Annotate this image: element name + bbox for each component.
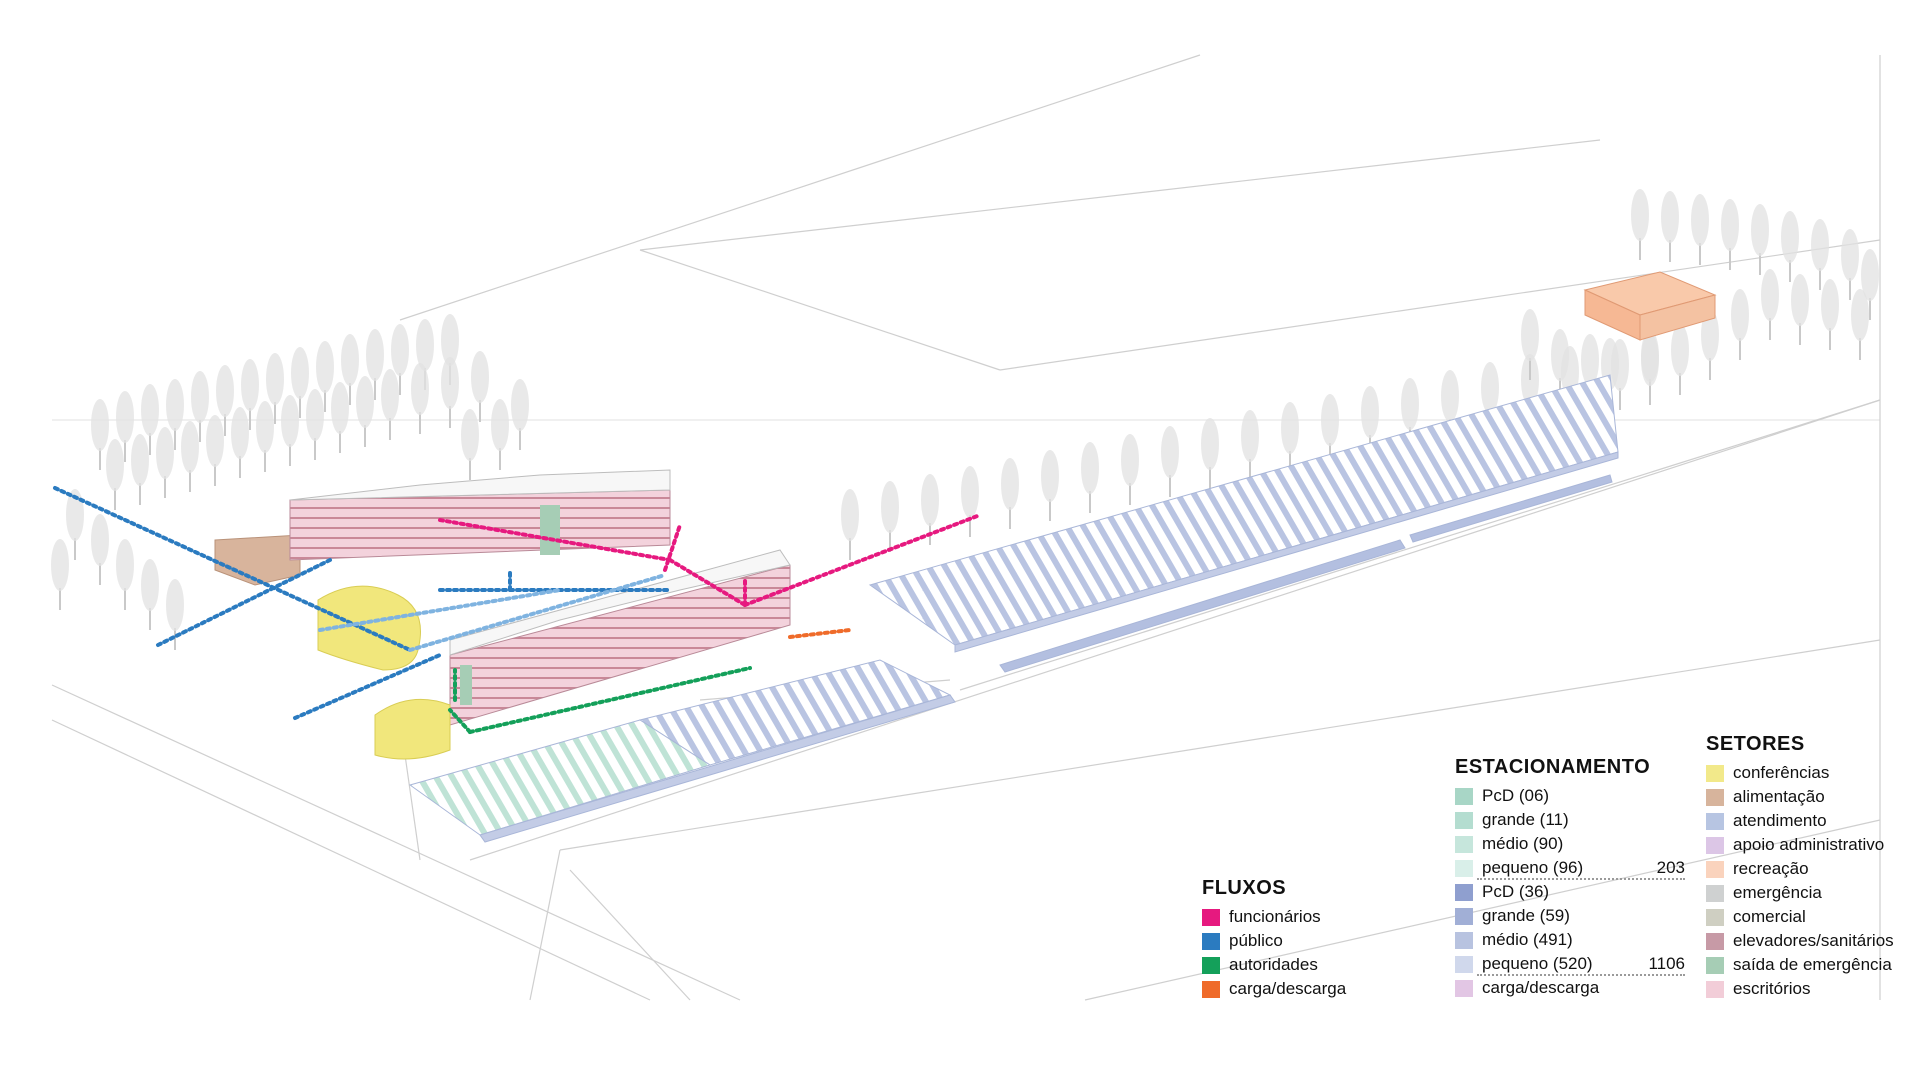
- legend-label: grande (11): [1482, 810, 1569, 829]
- legend-label: alimentação: [1733, 787, 1825, 806]
- legend-swatch: [1455, 811, 1473, 829]
- legend-label: elevadores/sanitários: [1733, 931, 1894, 950]
- legend-item: carga/descarga: [1455, 976, 1685, 1000]
- legend-item: médio (491): [1455, 928, 1685, 952]
- legend-item: alimentação: [1706, 785, 1918, 809]
- parking-lot-west: [408, 659, 956, 843]
- flow-publico-light: [318, 573, 667, 652]
- legend-swatch: [1202, 932, 1220, 950]
- legend-swatch: [1706, 836, 1724, 854]
- legend-item: recreação: [1706, 857, 1918, 881]
- legend-swatch: [1706, 860, 1724, 878]
- legend-subtotal: 1106: [1648, 954, 1685, 973]
- parking-lot-east: [868, 374, 1619, 673]
- legend-item: conferências: [1706, 761, 1918, 785]
- legend-swatch: [1202, 908, 1220, 926]
- legend-item: saída de emergência: [1706, 953, 1918, 977]
- legend-label: carga/descarga: [1229, 979, 1347, 998]
- legend-label: escritórios: [1733, 979, 1811, 998]
- legend-label: emergência: [1733, 883, 1822, 902]
- legend-item: grande (59): [1455, 904, 1685, 928]
- legend-item: emergência: [1706, 881, 1918, 905]
- legend-item: atendimento: [1706, 809, 1918, 833]
- legend-label: PcD (06): [1482, 786, 1550, 805]
- legend-item: elevadores/sanitários: [1706, 929, 1918, 953]
- legend-item: grande (11): [1455, 808, 1685, 832]
- building-recreacao: [1583, 271, 1717, 341]
- building-conferencias: [317, 585, 451, 760]
- legend-item: PcD (36): [1455, 880, 1685, 904]
- legend-item: público: [1202, 929, 1412, 953]
- legend-label: comercial: [1733, 907, 1806, 926]
- legend-swatch: [1706, 932, 1724, 950]
- legend-title: ESTACIONAMENTO: [1455, 756, 1651, 778]
- legend-label: funcionários: [1229, 907, 1321, 926]
- legend-swatch: [1706, 884, 1724, 902]
- legend-label: pequeno (520): [1482, 954, 1593, 973]
- legend-swatch: [1455, 979, 1473, 997]
- legend-item: funcionários: [1202, 905, 1412, 929]
- legend-label: carga/descarga: [1482, 978, 1600, 997]
- legend-title: SETORES: [1706, 733, 1805, 755]
- legend-label: pequeno (96): [1482, 858, 1584, 877]
- legend-item: PcD (06): [1455, 784, 1685, 808]
- legend-label: atendimento: [1733, 811, 1827, 830]
- flow-autoridades: [448, 666, 752, 734]
- legend-label: PcD (36): [1482, 882, 1550, 901]
- legend-item: escritórios: [1706, 977, 1918, 1001]
- legend-swatch: [1706, 908, 1724, 926]
- legend-label: autoridades: [1229, 955, 1318, 974]
- legend-swatch: [1706, 788, 1724, 806]
- legend-item: pequeno (96) 203: [1455, 856, 1685, 880]
- legend-swatch: [1455, 859, 1473, 877]
- legend-item: médio (90): [1455, 832, 1685, 856]
- legend-label: público: [1229, 931, 1283, 950]
- legend-swatch: [1202, 980, 1220, 998]
- legend-setores: SETORES conferências alimentação atendimen…: [1706, 733, 1918, 1001]
- legend-item: apoio administrativo: [1706, 833, 1918, 857]
- building-alimentacao: [214, 534, 301, 586]
- building-south: [449, 549, 791, 726]
- legend-swatch: [1706, 980, 1724, 998]
- legend-swatch: [1455, 907, 1473, 925]
- legend-label: médio (90): [1482, 834, 1564, 853]
- legend-item: pequeno (520) 1106: [1455, 952, 1685, 976]
- legend-separator: [1477, 974, 1685, 976]
- legend-fluxos: FLUXOS funcionários público autoridades car…: [1202, 877, 1412, 1001]
- legend-swatch: [1455, 931, 1473, 949]
- legend-label: recreação: [1733, 859, 1809, 878]
- legend-label: grande (59): [1482, 906, 1570, 925]
- legend-swatch: [1455, 835, 1473, 853]
- legend-label: apoio administrativo: [1733, 835, 1885, 854]
- legend-swatch: [1706, 812, 1724, 830]
- legend-label: saída de emergência: [1733, 955, 1892, 974]
- legend-item: autoridades: [1202, 953, 1412, 977]
- legend-swatch: [1455, 787, 1473, 805]
- legend-swatch: [1455, 955, 1473, 973]
- legend-swatch: [1455, 883, 1473, 901]
- flow-carga-descarga: [788, 628, 852, 639]
- legend-label: conferências: [1733, 763, 1830, 782]
- building-north: [289, 469, 671, 561]
- legend-swatch: [1706, 764, 1724, 782]
- legend-estacionamento: ESTACIONAMENTO PcD (06) grande (11) médio …: [1455, 756, 1685, 1000]
- legend-title: FLUXOS: [1202, 877, 1287, 899]
- legend-swatch: [1202, 956, 1220, 974]
- legend-item: carga/descarga: [1202, 977, 1412, 1001]
- legend-swatch: [1706, 956, 1724, 974]
- legend-item: comercial: [1706, 905, 1918, 929]
- legend-subtotal: 203: [1656, 858, 1685, 877]
- flow-funcionarios: [438, 513, 982, 607]
- legend-separator: [1477, 878, 1685, 880]
- legend-label: médio (491): [1482, 930, 1573, 949]
